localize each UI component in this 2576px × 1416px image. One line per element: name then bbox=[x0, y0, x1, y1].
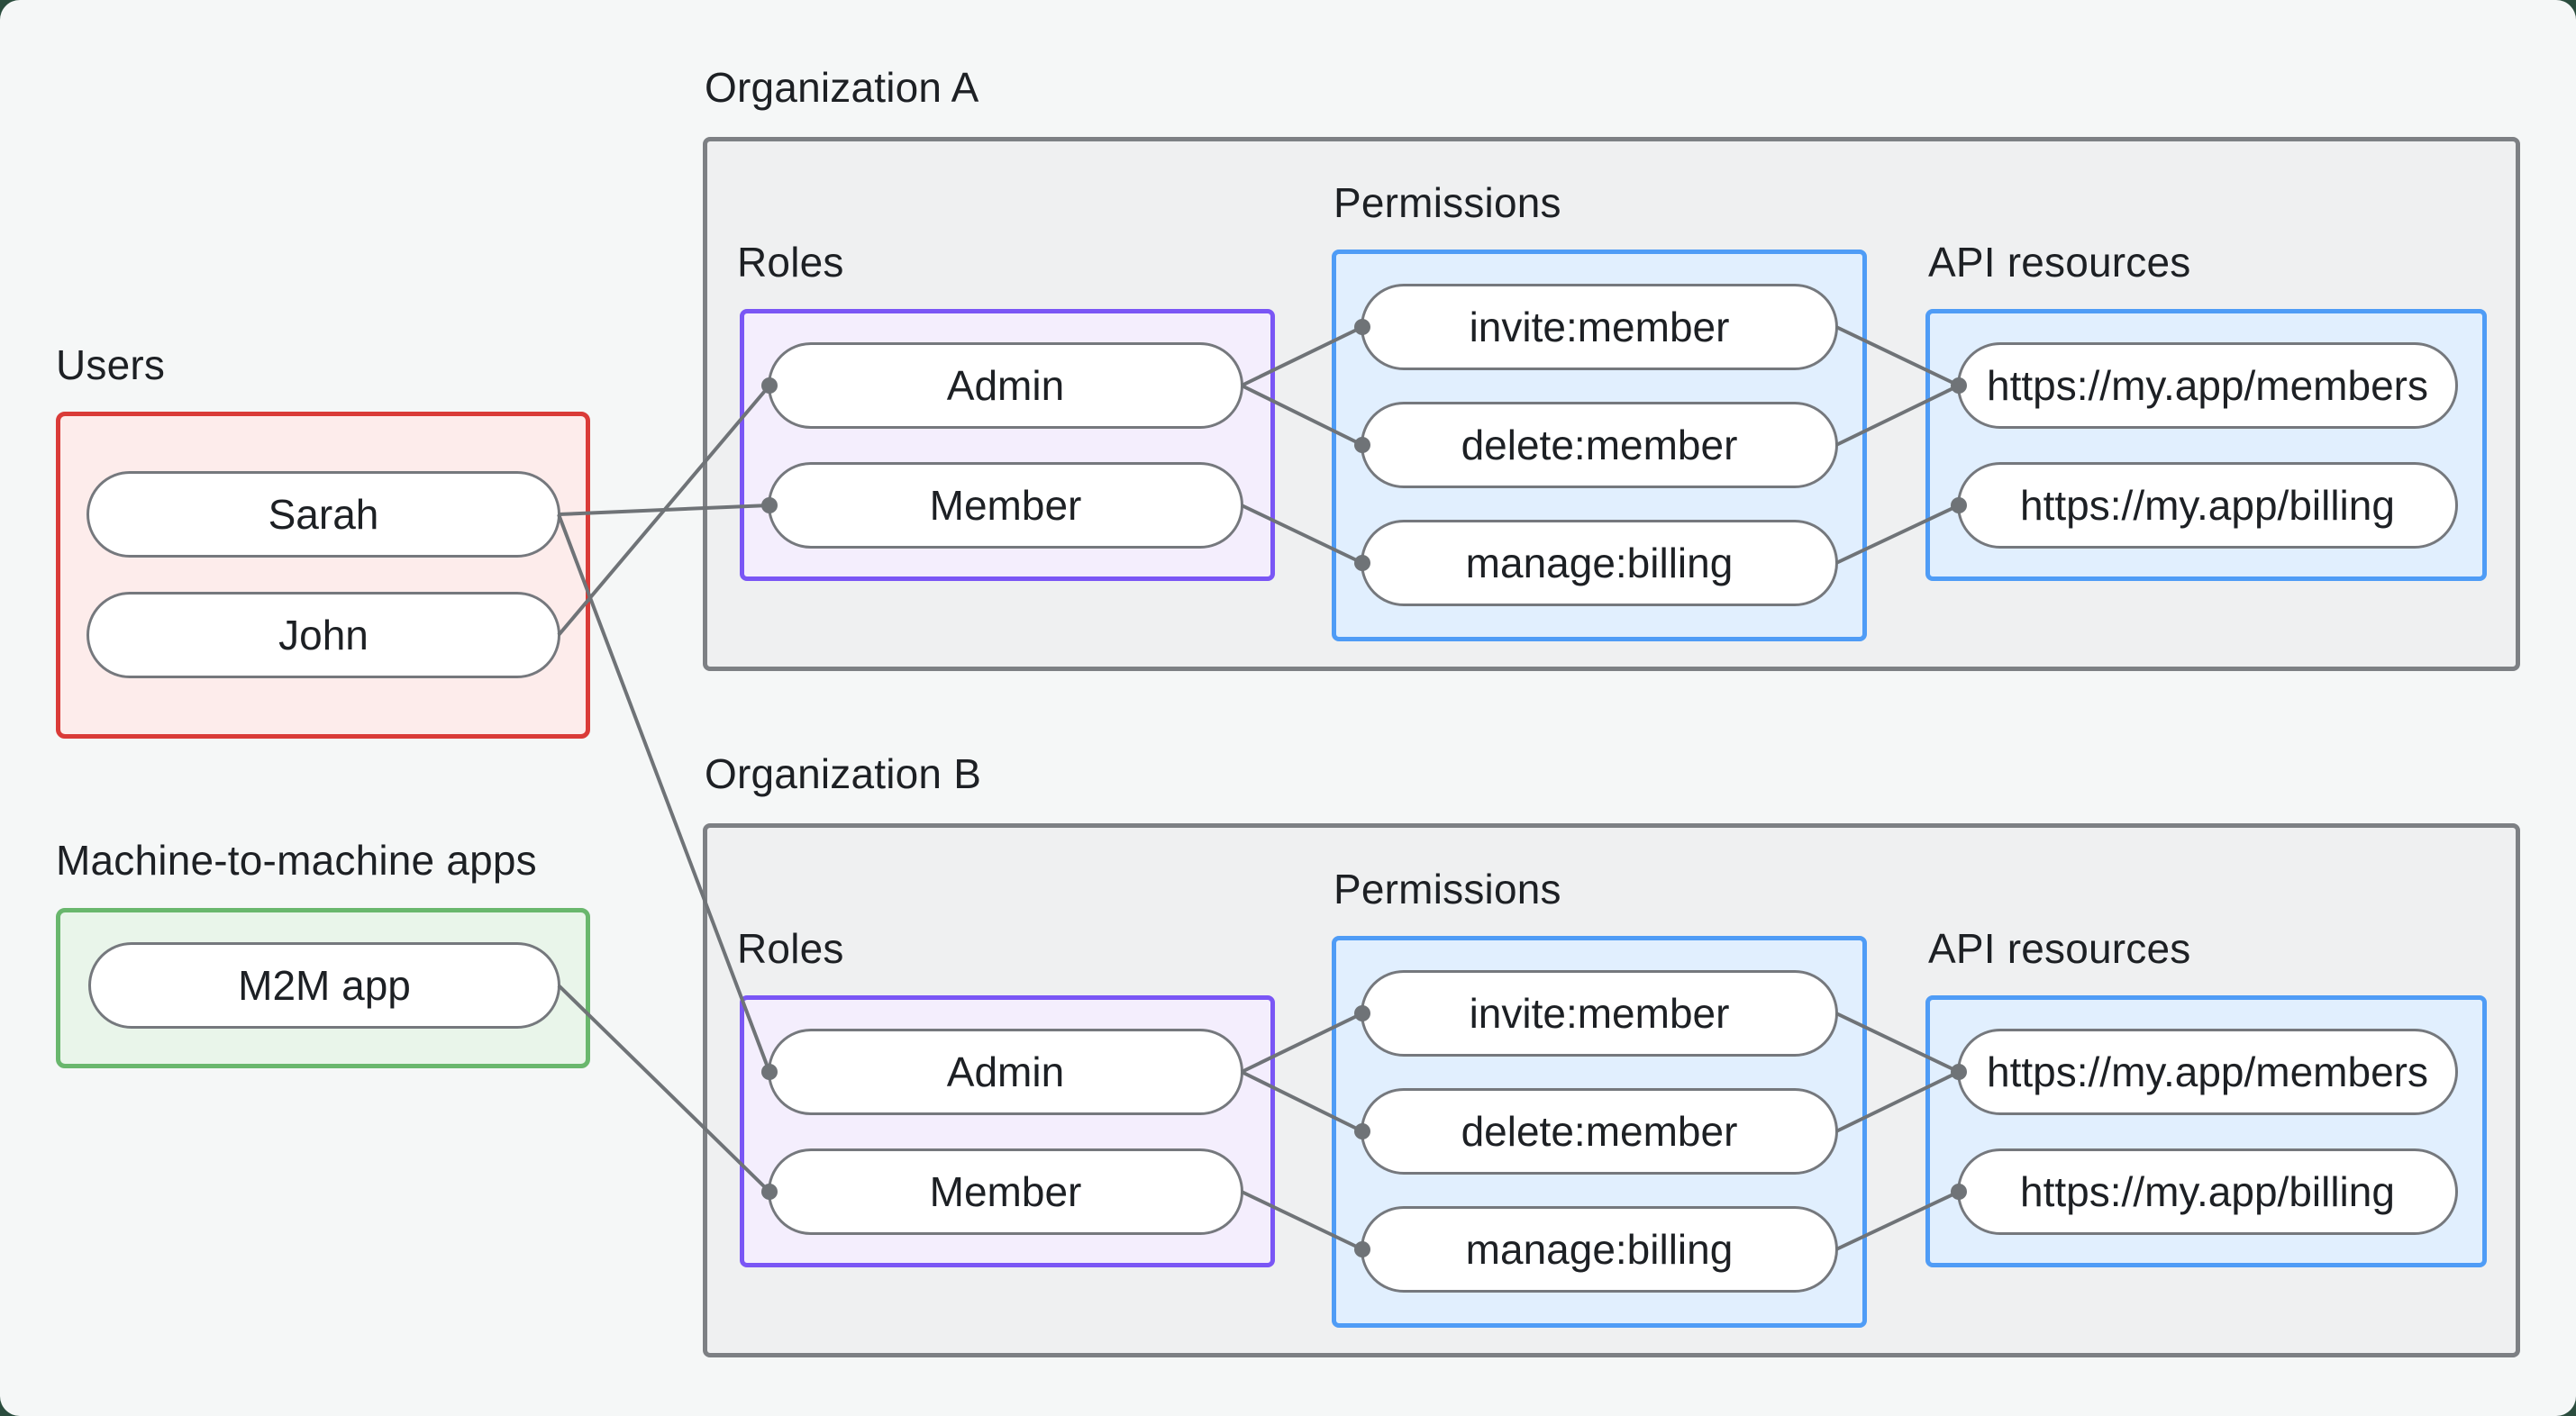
users-section-label: Users bbox=[56, 341, 166, 388]
org-a-permission-invite: invite:member bbox=[1361, 284, 1838, 370]
org-b-title: Organization B bbox=[705, 750, 982, 797]
org-b-role-admin: Admin bbox=[768, 1029, 1243, 1115]
org-a-permission-manage: manage:billing bbox=[1361, 520, 1838, 606]
org-a-permissions-label: Permissions bbox=[1334, 179, 1561, 226]
org-a-role-admin: Admin bbox=[768, 342, 1243, 429]
users-group-box bbox=[56, 412, 590, 739]
user-node-sarah: Sarah bbox=[86, 471, 560, 558]
org-b-permissions-label: Permissions bbox=[1334, 866, 1561, 912]
org-a-roles-label: Roles bbox=[737, 239, 844, 286]
org-b-role-member: Member bbox=[768, 1148, 1243, 1235]
org-a-api-members: https://my.app/members bbox=[1957, 342, 2458, 429]
m2m-app-node: M2M app bbox=[88, 942, 560, 1029]
org-a-role-member: Member bbox=[768, 462, 1243, 549]
m2m-section-label: Machine-to-machine apps bbox=[56, 837, 537, 884]
org-b-permission-manage: manage:billing bbox=[1361, 1206, 1838, 1293]
org-a-api-billing: https://my.app/billing bbox=[1957, 462, 2458, 549]
org-b-api-label: API resources bbox=[1928, 925, 2191, 972]
org-a-api-label: API resources bbox=[1928, 239, 2191, 286]
org-a-permission-delete: delete:member bbox=[1361, 402, 1838, 488]
org-a-title: Organization A bbox=[705, 64, 979, 111]
user-node-john: John bbox=[86, 592, 560, 678]
org-b-roles-label: Roles bbox=[737, 925, 844, 972]
org-b-permission-delete: delete:member bbox=[1361, 1088, 1838, 1175]
org-b-api-billing: https://my.app/billing bbox=[1957, 1148, 2458, 1235]
org-b-permission-invite: invite:member bbox=[1361, 970, 1838, 1057]
org-b-api-members: https://my.app/members bbox=[1957, 1029, 2458, 1115]
